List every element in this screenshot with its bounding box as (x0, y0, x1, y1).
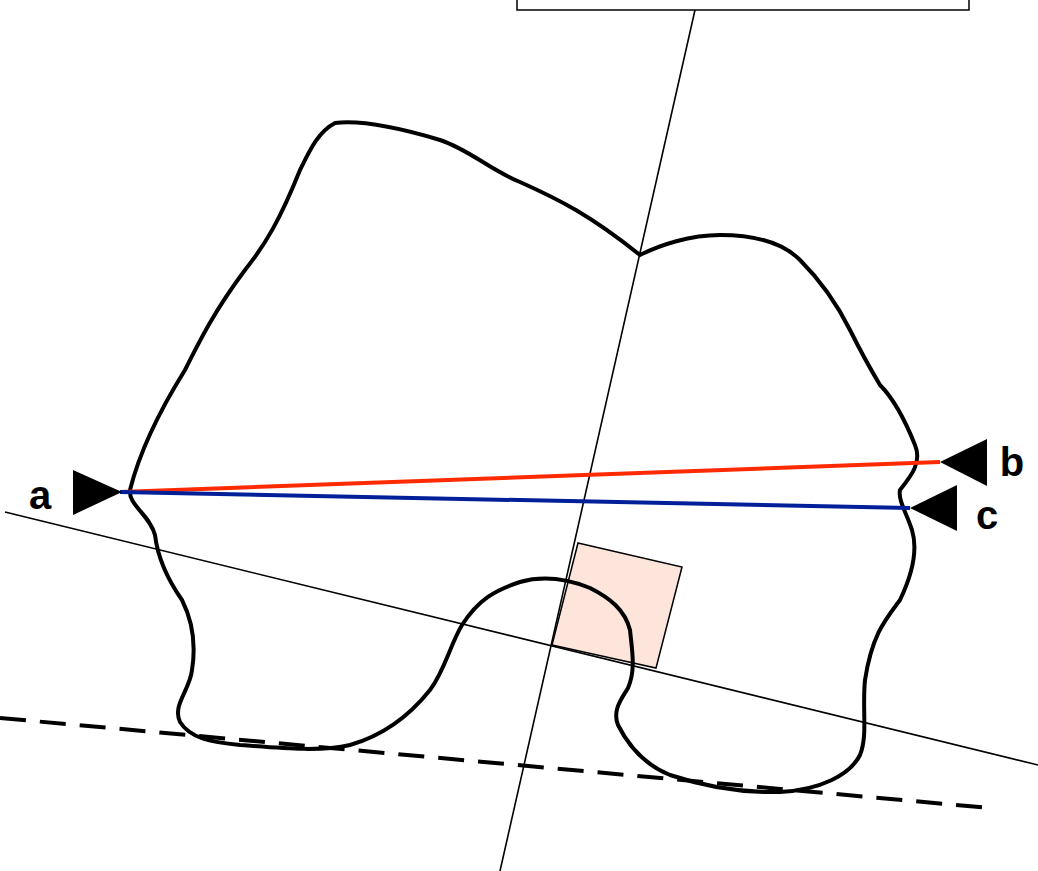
marker-triangle (910, 485, 957, 531)
point-label: c (976, 495, 998, 535)
measure-line-ab (120, 462, 940, 492)
femur-outline (130, 122, 917, 792)
point-label: a (29, 475, 51, 515)
marker-triangle (940, 439, 987, 486)
measure-line-ac (120, 492, 910, 508)
top-box (517, 0, 969, 10)
point-label: b (1000, 442, 1024, 482)
transverse-axis-line (5, 512, 1038, 765)
condylar-tangent-line (0, 718, 990, 808)
femoral-axis-line (500, 10, 695, 871)
marker-triangle (73, 470, 122, 515)
